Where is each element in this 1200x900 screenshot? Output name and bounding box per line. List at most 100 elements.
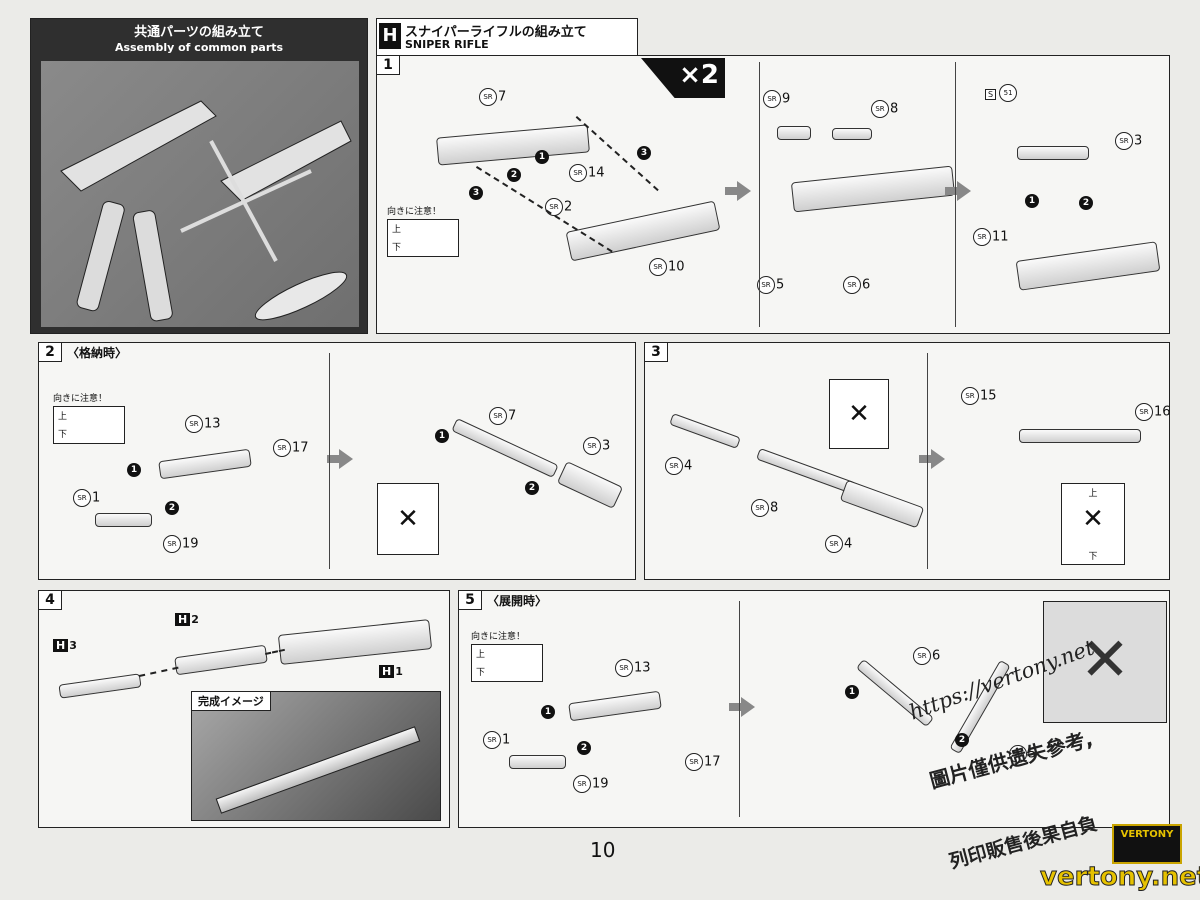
divider bbox=[955, 62, 956, 327]
step-arrow bbox=[327, 449, 353, 469]
orientation-top: 上 bbox=[392, 225, 402, 235]
part-sr13 bbox=[158, 448, 252, 480]
multiplier-text: ×2 bbox=[679, 60, 719, 90]
common-parts-panel: 共通パーツの組み立て Assembly of common parts bbox=[30, 18, 368, 334]
part-h1 bbox=[277, 619, 433, 665]
step-5-label: 〈展開時〉 bbox=[487, 594, 548, 608]
divider bbox=[759, 62, 760, 327]
section-title-en: SNIPER RIFLE bbox=[405, 38, 489, 51]
order-1: 1 bbox=[535, 150, 549, 164]
section-letter: H bbox=[379, 23, 401, 49]
orientation-bottom: 下 bbox=[476, 668, 486, 678]
guide-line bbox=[139, 666, 179, 677]
step-1-number: 1 bbox=[377, 56, 400, 75]
part-sr3b bbox=[556, 461, 624, 509]
order-1d: 1 bbox=[541, 705, 555, 719]
common-title-en: Assembly of common parts bbox=[114, 41, 284, 54]
orientation-frame: 上 下 bbox=[387, 219, 459, 257]
order-3: 3 bbox=[469, 186, 483, 200]
orientation-bottom: 下 bbox=[58, 430, 68, 440]
part-final bbox=[1015, 241, 1161, 291]
common-parts-drawing bbox=[60, 100, 352, 322]
divider bbox=[739, 601, 740, 817]
completed-image-title: 完成イメージ bbox=[192, 692, 271, 711]
orientation-note-2: 向きに注意！ 上 下 bbox=[53, 391, 125, 444]
completed-rifle bbox=[215, 726, 421, 814]
orientation-label: 向きに注意！ bbox=[53, 394, 108, 404]
step-4-number: 4 bbox=[39, 591, 62, 610]
step-5-number: 5 bbox=[459, 591, 482, 610]
order-2b: 2 bbox=[1079, 196, 1093, 210]
part-sr8 bbox=[832, 128, 872, 140]
s-badge: S bbox=[985, 88, 997, 100]
part-sr10 bbox=[565, 200, 721, 262]
order-1: 1 bbox=[127, 463, 141, 477]
order-2c: 2 bbox=[525, 481, 539, 495]
orientation-note-5: 向きに注意！ 上 下 bbox=[471, 629, 543, 682]
order-2: 2 bbox=[165, 501, 179, 515]
part-sr4b bbox=[839, 479, 925, 529]
part-sr4 bbox=[669, 413, 741, 449]
divider bbox=[927, 353, 928, 569]
cross-glyph: ✕ bbox=[1082, 504, 1104, 534]
step-arrow bbox=[945, 181, 971, 201]
orientation-top: 上 bbox=[1088, 489, 1098, 499]
part-sr9 bbox=[777, 126, 811, 140]
common-parts-illustration bbox=[41, 61, 359, 327]
multiplier-badge: ×2 bbox=[641, 58, 725, 98]
part-sr7b bbox=[451, 417, 559, 479]
divider bbox=[329, 353, 330, 569]
part-sr13b bbox=[568, 690, 662, 722]
step-arrow bbox=[729, 697, 755, 717]
orientation-frame: 上 下 bbox=[471, 644, 543, 682]
vertony-logo-text: VERTONY bbox=[1120, 829, 1174, 840]
step-2-label: 〈格納時〉 bbox=[67, 346, 128, 360]
step-arrow bbox=[919, 449, 945, 469]
order-1e: 1 bbox=[845, 685, 859, 699]
part-sr7 bbox=[436, 124, 590, 166]
orientation-top: 上 bbox=[476, 650, 486, 660]
orientation-bottom: 下 bbox=[392, 243, 402, 253]
part-sr19b bbox=[509, 755, 566, 769]
step-arrow bbox=[725, 181, 751, 201]
page-number: 10 bbox=[590, 838, 616, 862]
section-title-jp: スナイパーライフルの組み立て bbox=[405, 25, 587, 40]
orientation-top: 上 bbox=[58, 412, 68, 422]
step-3-number: 3 bbox=[645, 343, 668, 362]
order-3b: 3 bbox=[637, 146, 651, 160]
part-sr8b bbox=[756, 447, 856, 495]
hint-icon-box: ✕ bbox=[377, 483, 439, 555]
orientation-frame: 上 下 bbox=[53, 406, 125, 444]
deployed-detail-box: ✕ bbox=[1043, 601, 1167, 723]
order-2: 2 bbox=[507, 168, 521, 182]
order-2d: 2 bbox=[577, 741, 591, 755]
hint-icon-box-3a: ✕ bbox=[829, 379, 889, 449]
